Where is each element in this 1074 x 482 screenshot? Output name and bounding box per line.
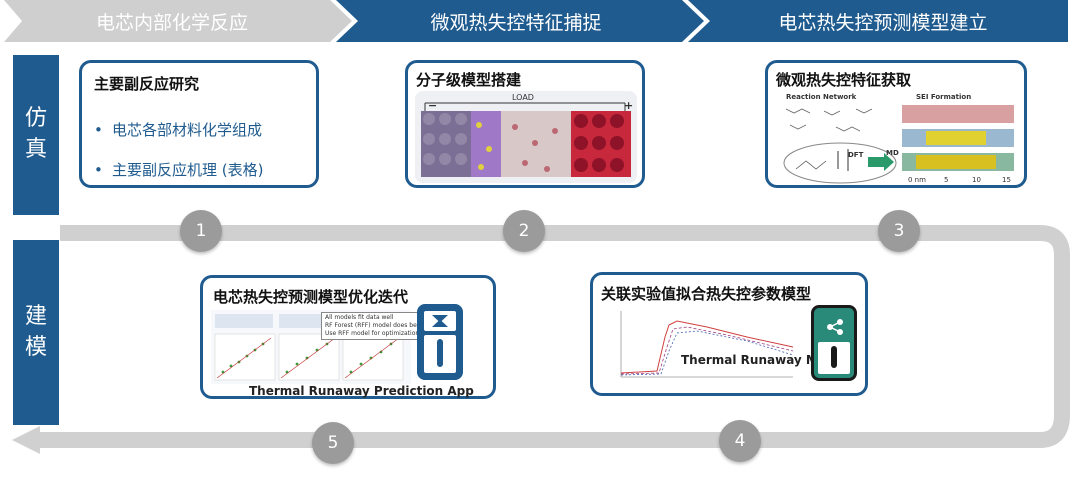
step-number-2: 2 — [518, 221, 530, 241]
card-prediction-optimization: 电芯热失控预测模型优化迭代 All models fit data well R… — [200, 275, 496, 399]
thermometer-icon — [831, 346, 837, 368]
chevron-step-3 — [688, 0, 1068, 42]
side-label-simulation: 仿真 — [13, 55, 59, 215]
share-icon — [826, 318, 844, 336]
header-step-3-label: 电芯热失控预测模型建立 — [778, 11, 988, 34]
md-label: MD — [886, 149, 899, 157]
card-4-title: 电芯热失控预测模型优化迭代 — [213, 288, 409, 306]
side-simulation-text: 仿真 — [24, 106, 47, 162]
step-circle-5: 5 — [312, 422, 354, 464]
step-number-4: 4 — [734, 431, 746, 451]
flow-arrow-head — [12, 426, 40, 454]
thermal-model-caption: Thermal Runaway Model — [681, 353, 847, 367]
step-number-3: 3 — [893, 221, 905, 241]
card-5-title: 关联实验值拟合热失控参数模型 — [601, 285, 812, 303]
card-parameter-fitting: 关联实验值拟合热失控参数模型 Thermal Runaway Model — [590, 272, 868, 396]
step-circle-3: 3 — [878, 210, 920, 252]
battery-icon — [417, 304, 463, 380]
chevron-step-1 — [4, 0, 352, 42]
flow-track-line — [40, 225, 1070, 448]
header-step-1: 电芯内部化学反应 — [22, 0, 322, 42]
callout-line-3: Use RFF model for optimization — [325, 330, 420, 337]
card-1-bullet-1-text: 电芯各部材料化学组成 — [112, 121, 263, 139]
card-3-title: 微观热失控特征获取 — [776, 71, 912, 89]
load-label: LOAD — [512, 93, 534, 102]
axis-tick-2: 10 — [972, 176, 981, 184]
step-circle-4: 4 — [719, 420, 761, 462]
header-step-3: 电芯热失控预测模型建立 — [708, 0, 1058, 42]
step-circle-1: 1 — [180, 210, 222, 252]
molecular-simulation-image — [415, 91, 637, 183]
axis-tick-0: 0 nm — [908, 176, 926, 184]
callout-line-1: All models fit data well — [325, 314, 394, 321]
prediction-app-caption: Thermal Runaway Prediction App — [249, 384, 474, 398]
side-label-modeling: 建模 — [13, 240, 59, 425]
axis-tick-3: 15 — [1002, 176, 1011, 184]
card-1-bullet-1: •电芯各部材料化学组成 — [94, 121, 263, 139]
step-number-5: 5 — [327, 433, 339, 453]
header-step-1-label: 电芯内部化学反应 — [95, 11, 248, 34]
card-1-bullet-2: •主要副反应机理 (表格) — [94, 161, 264, 179]
step-number-1: 1 — [195, 221, 207, 241]
axis-tick-1: 5 — [944, 176, 949, 184]
card-micro-features: 微观热失控特征获取 Reaction Network SEI Formation… — [765, 60, 1027, 188]
side-modeling-text: 建模 — [24, 303, 47, 360]
sei-formation-label: SEI Formation — [916, 93, 972, 101]
dft-label: DFT — [848, 151, 864, 159]
battery-share-icon — [811, 305, 857, 381]
card-side-reactions: 主要副反应研究 •电芯各部材料化学组成 •主要副反应机理 (表格) — [79, 60, 319, 188]
callout-box: All models fit data well RF Forest (RFF)… — [321, 312, 427, 340]
card-molecular-model: 分子级模型搭建 LOAD − + — [405, 60, 645, 188]
chevron-step-2 — [336, 0, 704, 42]
card-2-title: 分子级模型搭建 — [416, 71, 522, 89]
step-circle-2: 2 — [503, 210, 545, 252]
thermal-curve-chart — [620, 311, 794, 378]
plus-label: + — [624, 99, 634, 112]
minus-label: − — [428, 99, 438, 112]
header-step-2-label: 微观热失控特征捕捉 — [430, 11, 602, 34]
callout-line-2: RF Forest (RFF) model does best — [325, 322, 423, 329]
card-1-bullet-2-text: 主要副反应机理 (表格) — [112, 161, 264, 179]
header-step-2: 微观热失控特征捕捉 — [356, 0, 676, 42]
chevron-shapes — [4, 0, 1068, 42]
card-1-title: 主要副反应研究 — [94, 75, 200, 93]
reaction-network-label: Reaction Network — [786, 93, 857, 101]
micro-feature-image — [783, 105, 1014, 184]
